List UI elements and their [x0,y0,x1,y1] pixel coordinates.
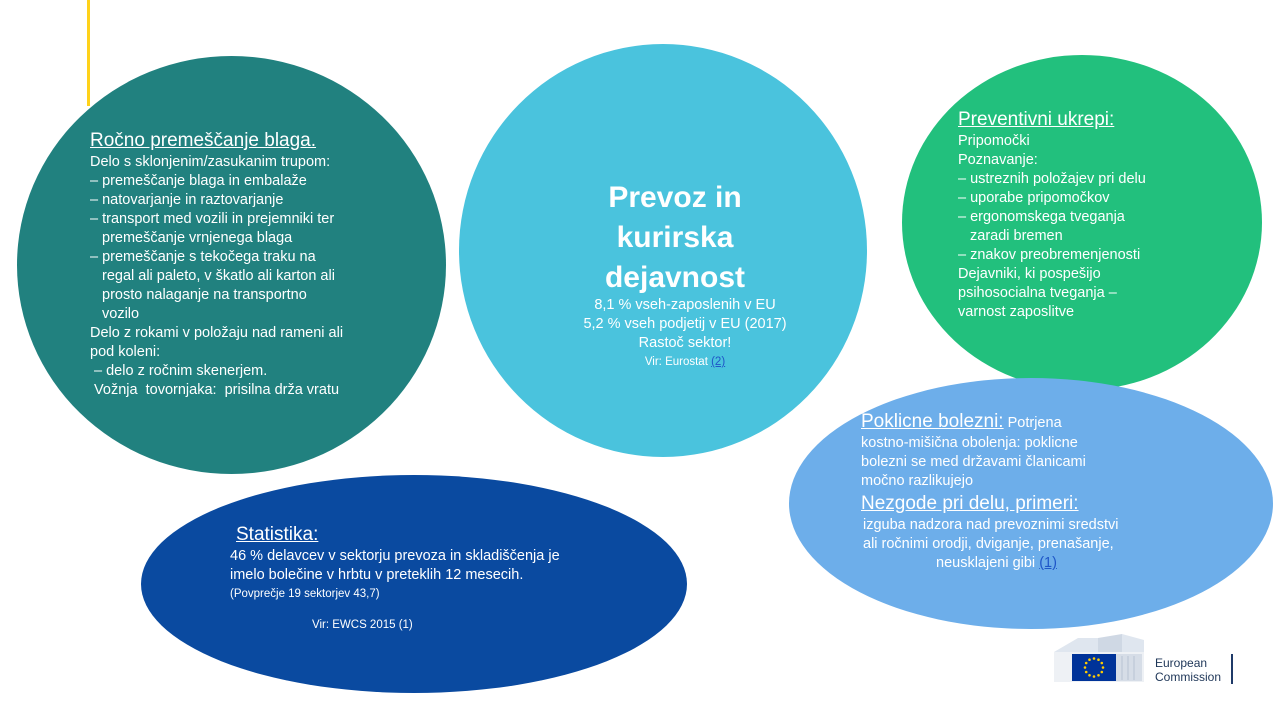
preventive-line: zaradi bremen [970,228,1063,244]
preventive-line: Poznavanje: [958,152,1038,168]
diseases-title-rest: Potrjena [1003,415,1062,431]
preventive-line: – ustreznih položajev pri delu [958,171,1146,187]
preventive-line: Pripomočki [958,133,1030,149]
manual-line: prosto nalaganje na transportno [102,287,307,303]
sector-fact: 8,1 % vseh-zaposlenih v EU [594,297,776,313]
statistics-line: imelo bolečine v hrbtu v preteklih 12 me… [230,567,524,583]
sector-fact: Rastoč sektor! [638,335,732,351]
manual-handling-title: Ročno premeščanje blaga. [90,130,317,151]
logo-text-line: Commission [1155,670,1222,684]
diseases-line: močno razlikujejo [861,473,974,489]
statistics-note: (Povprečje 19 sektorjev 43,7) [230,588,380,600]
circle-sector-overview [459,44,867,457]
manual-line: Delo s sklonjenim/zasukanim trupom: [90,154,331,170]
circle-manual-handling [17,56,446,474]
manual-line: – premeščanje blaga in embalaže [90,173,307,189]
circle-occupational-diseases [789,378,1273,629]
accidents-line: neusklajeni gibi [936,555,1040,571]
european-commission-logo [1054,634,1144,682]
statistics-source: Vir: EWCS 2015 (1) [312,619,413,631]
accidents-line: izguba nadzora nad prevoznimi sredstvi [863,517,1119,533]
circle-statistics [141,475,687,693]
circle-preventive-measures [902,55,1262,390]
manual-line: – natovarjanje in raztovarjanje [90,192,284,208]
statistics-title: Statistika: [236,524,319,545]
manual-line: pod koleni: [90,344,161,360]
manual-line: premeščanje vrnjenega blaga [102,230,293,246]
logo-text-line: European [1155,656,1208,670]
preventive-text: Preventivni ukrepi: Pripomočki Poznavanj… [958,108,1146,322]
manual-handling-text: Ročno premeščanje blaga. Delo s sklonjen… [90,129,343,400]
preventive-title: Preventivni ukrepi: [958,109,1115,130]
manual-line: – delo z ročnim skenerjem. [90,363,268,379]
logo-text: European Commission [1155,656,1221,684]
sector-source-link[interactable]: (2) [711,356,726,368]
diseases-text: Poklicne bolezni: Potrjena kostno-mišičn… [861,410,1119,573]
preventive-line: Dejavniki, ki pospešijo [958,266,1101,282]
logo-divider [1231,654,1233,684]
preventive-line: – uporabe pripomočkov [958,190,1110,206]
manual-line: – transport med vozili in prejemniki ter [90,211,335,227]
manual-line: Vožnja tovornjaka: prisilna drža vratu [90,382,340,398]
preventive-line: – ergonomskega tveganja [958,209,1125,225]
diseases-title: Poklicne bolezni: [861,411,1004,432]
statistics-text: Statistika: 46 % delavcev v sektorju pre… [230,523,560,635]
preventive-line: – znakov preobremenjenosti [958,247,1141,263]
manual-line: regal ali paleto, v škatlo ali karton al… [102,268,335,284]
accidents-title: Nezgode pri delu, primeri: [861,493,1079,514]
diseases-line: kostno-mišična obolenja: poklicne [861,435,1078,451]
accidents-line: ali ročnimi orodji, dviganje, prenašanje… [863,536,1114,552]
sector-facts: 8,1 % vseh-zaposlenih v EU 5,2 % vseh po… [540,296,830,372]
manual-line: Delo z rokami v položaju nad rameni ali [90,325,344,341]
preventive-line: varnost zaposlitve [958,304,1075,320]
accent-line [87,0,90,106]
manual-line: – premeščanje s tekočega traku na [90,249,316,265]
preventive-line: psihosocialna tveganja – [958,285,1117,301]
statistics-line: 46 % delavcev v sektorju prevoza in skla… [230,548,560,564]
manual-line: vozilo [102,306,140,322]
sector-source: Vir: Eurostat [644,356,712,368]
sector-title: Prevoz in kurirska dejavnost [604,181,746,294]
sector-fact: 5,2 % vseh podjetij v EU (2017) [583,316,787,332]
accidents-source-link[interactable]: (1) [1039,555,1057,571]
diseases-line: bolezni se med državami članicami [861,454,1086,470]
